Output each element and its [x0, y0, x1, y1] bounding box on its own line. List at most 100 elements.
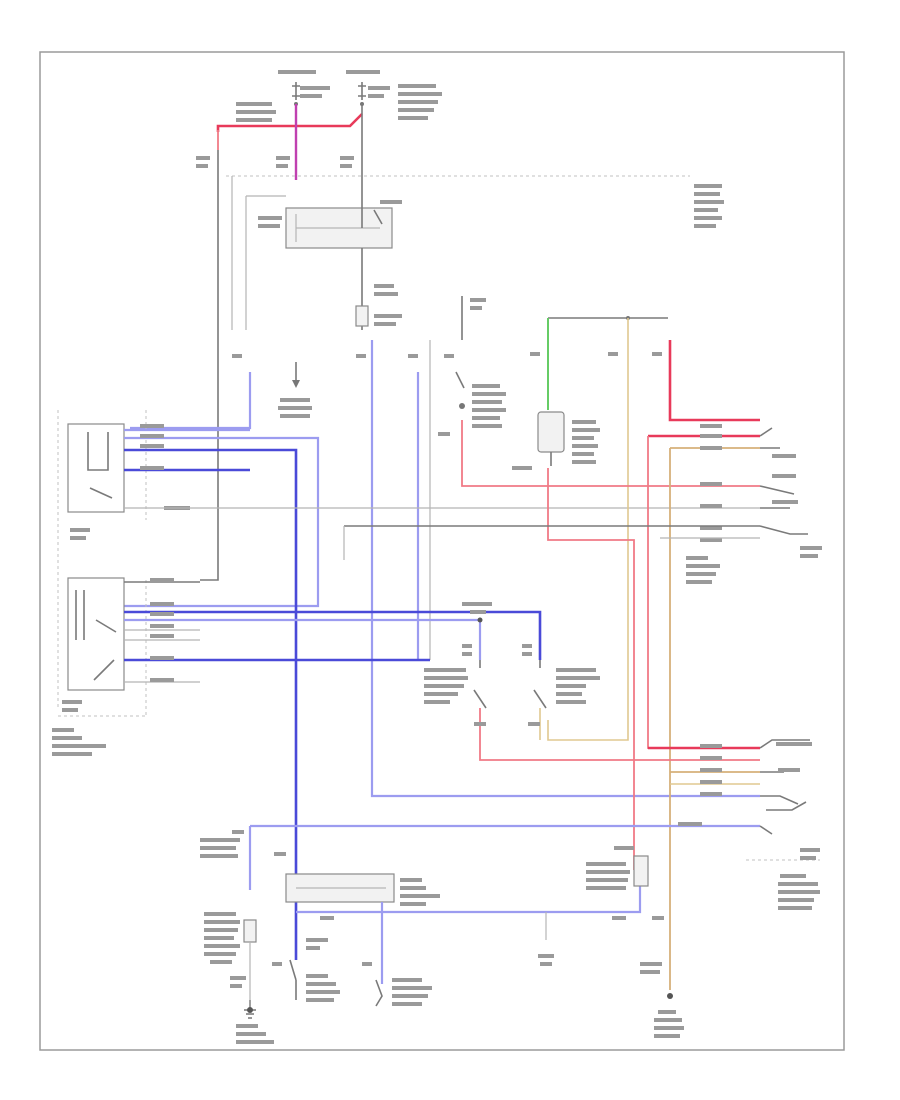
lower-left-sensor-label-4 — [204, 936, 234, 940]
middle-splice-dot — [477, 617, 483, 623]
relay-box-label — [236, 102, 272, 106]
mid-b-label-3 — [556, 684, 586, 688]
upper-switch-label-5 — [472, 416, 500, 420]
lower-left-sensor-label-5 — [204, 944, 240, 948]
mid-b-label-5 — [556, 700, 586, 704]
center-fuse-label-4 — [374, 322, 396, 326]
bottom-switch-a-label — [306, 974, 328, 978]
fuse-box-label-3 — [398, 100, 438, 104]
bottom-switch-b-label-4 — [392, 1002, 422, 1006]
right-switch-1-tag-3 — [772, 500, 798, 504]
relay-box-label-3 — [236, 118, 272, 122]
bottom-switch-a-label-4 — [306, 998, 334, 1002]
lower-conn-tag-3 — [700, 768, 722, 772]
lower-left-sensor-body — [243, 919, 257, 943]
tag-lr2-3 — [150, 612, 174, 616]
lower-left-label-2 — [200, 838, 240, 842]
lower-conn-tag-1 — [700, 744, 722, 748]
wire-blue-lr1-3 — [124, 448, 298, 960]
ground-left-label-3 — [236, 1040, 274, 1044]
lower-right-caption — [780, 874, 806, 878]
mid-a-label-5 — [424, 700, 450, 704]
right-label-conn — [686, 556, 708, 560]
lower-module-label — [400, 878, 422, 882]
lower-module-label-4 — [400, 902, 426, 906]
lower-right-caption-4 — [778, 898, 814, 902]
ecu-label — [614, 846, 634, 850]
tag-lr2-4 — [150, 624, 174, 628]
lower-left-sensor-label-6 — [204, 952, 236, 956]
wire-tan-right — [547, 318, 629, 741]
mid-a-tag-2 — [462, 652, 472, 656]
conn-tag-5 — [700, 504, 722, 508]
conn-tag-3 — [700, 446, 722, 450]
sensor-label — [572, 420, 596, 424]
arrow-label-3 — [280, 414, 310, 418]
lower-left-sensor — [204, 912, 257, 1000]
left-relay-2-tag-2 — [62, 708, 78, 712]
tag-lr1-3 — [140, 444, 164, 448]
hot-at-all-times-label — [278, 70, 316, 74]
tag-row-4 — [444, 354, 454, 358]
mid-a-label — [424, 668, 466, 672]
ecu-tag — [652, 916, 664, 920]
lower-right-switch — [759, 801, 807, 835]
lower-conn-tag-4 — [700, 780, 722, 784]
left-relay-2-switch-2 — [95, 619, 117, 633]
right-connector-upper — [547, 424, 798, 990]
lower-module-label-3 — [400, 894, 440, 898]
upper-switch-tag-2 — [470, 306, 482, 310]
wire-blue-lr1-2 — [124, 436, 320, 608]
harness-label-4 — [694, 208, 718, 212]
ground-right-label — [658, 1010, 676, 1014]
middle-switch-a-wire — [479, 708, 760, 761]
upper-switch — [438, 296, 506, 436]
tag-lr2-7 — [150, 678, 174, 682]
harness-label-5 — [694, 216, 722, 220]
ground-right-tag-2 — [640, 970, 660, 974]
ground-right-dot — [667, 993, 673, 999]
left-relay-1-tag-2 — [70, 536, 86, 540]
lower-left-label-3 — [200, 846, 236, 850]
lower-module-label-2 — [400, 886, 426, 890]
right-label-conn-2 — [686, 564, 720, 568]
diagram-frame — [39, 51, 845, 1051]
lower-module-tag-3 — [612, 916, 626, 920]
upper-relay-tag-2 — [258, 216, 282, 220]
lower-conn-tag-2 — [700, 756, 722, 760]
upper-relay-tag-3 — [258, 224, 280, 228]
mid-b-label-2 — [556, 676, 600, 680]
lower-left-sensor-label-2 — [204, 920, 240, 924]
conn-tag-4 — [700, 482, 722, 486]
tag-lr1-2 — [140, 434, 164, 438]
right-switch-1 — [759, 427, 795, 509]
bottom-switch-a-tag-3 — [306, 946, 320, 950]
ecu-body — [633, 855, 649, 887]
conn-tag-1 — [700, 424, 722, 428]
arrow-label-2 — [278, 406, 312, 410]
lower-left-sensor-label — [204, 912, 236, 916]
ecu — [586, 846, 664, 920]
ecu-label-2 — [586, 862, 626, 866]
mid-b-tag — [522, 644, 532, 648]
bottom-switch-a-label-3 — [306, 990, 340, 994]
sensor-label-3 — [572, 436, 594, 440]
lower-right-caption-2 — [778, 882, 818, 886]
left-relay-2-dash — [58, 580, 147, 717]
bottom-switch-a-tag-2 — [306, 938, 328, 942]
left-relay-2-tag — [62, 700, 82, 704]
wire-blue-lr2-2 — [124, 610, 542, 660]
sensor-label-5 — [572, 452, 594, 456]
center-fuse-body — [355, 305, 369, 327]
upper-switch-dot — [459, 403, 465, 409]
lower-module-tag — [274, 852, 286, 856]
conn-tag-7 — [700, 538, 722, 542]
mid-a-tag-3 — [474, 722, 486, 726]
lower-left-sensor-label-3 — [204, 928, 238, 932]
upper-relay-tag — [380, 200, 402, 204]
upper-switch-label-3 — [472, 400, 502, 404]
ground-right-label-3 — [654, 1026, 684, 1030]
fuse-b-label-2 — [368, 94, 384, 98]
center-fuse — [355, 248, 402, 330]
tag-green — [530, 352, 540, 356]
